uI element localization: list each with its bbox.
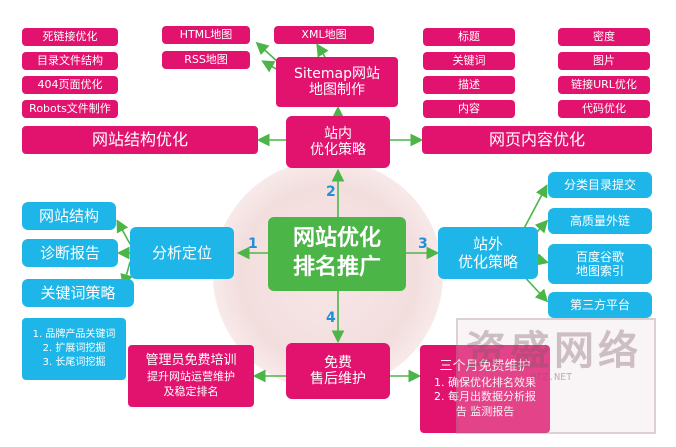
training-line2: 提升网站运营维护	[147, 369, 235, 383]
structure-title: 网站结构优化	[91, 129, 188, 149]
content-right-item-3: 代码优化	[558, 100, 650, 118]
structure-item-0: 死链接优化	[22, 28, 118, 46]
step-number-4: 4	[326, 310, 336, 326]
right-item-3-label: 第三方平台	[569, 297, 630, 312]
content-left-item-2: 描述	[423, 76, 515, 94]
step-number-1: 1	[248, 236, 258, 252]
structure-item-2: 404页面优化	[22, 76, 118, 94]
training-title: 管理员免费培训	[145, 353, 237, 369]
analysis-hub-node: 分析定位	[130, 227, 234, 279]
training-node: 管理员免费培训 提升网站运营维护 及稳定排名	[128, 345, 254, 407]
center-line2: 排名推广	[292, 255, 381, 280]
aftersale-hub-node: 免费 售后维护	[286, 343, 390, 399]
step-number-3: 3	[418, 236, 428, 252]
watermark-box	[456, 318, 656, 434]
onsite-hub-line1: 站内	[324, 125, 352, 142]
watermark-text: 资盛网络	[466, 328, 642, 374]
html-map-node: HTML地图	[162, 26, 250, 44]
center-line1: 网站优化	[292, 226, 381, 252]
content-title: 网页内容优化	[488, 129, 585, 149]
right-item-0-label: 分类目录提交	[563, 177, 636, 192]
keyword-sub-item-1: 2. 扩展词挖掘	[42, 343, 106, 354]
structure-item-0-label: 死链接优化	[42, 29, 98, 43]
training-line3: 及稳定排名	[163, 384, 219, 398]
structure-item-3: Robots文件制作	[22, 100, 118, 118]
content-title-node: 网页内容优化	[422, 126, 652, 154]
content-right-item-2-label: 链接URL优化	[571, 77, 637, 91]
left-item-0: 网站结构	[22, 202, 116, 230]
left-item-1: 诊断报告	[22, 239, 118, 267]
keyword-sub-item-0: 1. 品牌产品关键词	[32, 329, 116, 340]
right-item-1-label: 高质量外链	[569, 213, 630, 228]
offsite-hub-line2: 优化策略	[457, 253, 518, 271]
content-right-item-3-label: 代码优化	[582, 101, 626, 115]
monthly-item-2: 告 监测报告	[455, 405, 515, 419]
right-item-3: 第三方平台	[548, 292, 652, 318]
monthly-maintenance-node: 三个月免费维护 1. 确保优化排名效果 2. 每月出数据分析报 告 监测报告	[420, 345, 550, 433]
content-left-item-0-label: 标题	[458, 29, 480, 43]
content-right-item-1-label: 图片	[593, 53, 615, 67]
html-map-label: HTML地图	[179, 27, 233, 41]
content-right-item-1: 图片	[558, 52, 650, 70]
keyword-sub-item-2: 3. 长尾词挖掘	[42, 357, 106, 368]
sitemap-line2: 地图制作	[309, 82, 365, 98]
left-item-0-label: 网站结构	[38, 207, 99, 225]
content-left-item-0: 标题	[423, 28, 515, 46]
content-left-item-1: 关键词	[423, 52, 515, 70]
rss-map-node: RSS地图	[162, 51, 250, 69]
right-item-2: 百度谷歌 地图索引	[548, 244, 652, 284]
structure-title-node: 网站结构优化	[22, 126, 258, 154]
aftersale-hub-line1: 免费	[324, 354, 352, 371]
left-item-2: 关键词策略	[22, 279, 134, 307]
right-item-0: 分类目录提交	[548, 172, 652, 198]
content-left-item-3: 内容	[423, 100, 515, 118]
analysis-hub-label: 分析定位	[151, 244, 212, 262]
content-left-item-3-label: 内容	[458, 101, 480, 115]
offsite-hub-node: 站外 优化策略	[438, 227, 538, 279]
structure-item-3-label: Robots文件制作	[29, 101, 111, 115]
onsite-hub-line2: 优化策略	[310, 142, 366, 158]
right-item-1: 高质量外链	[548, 208, 652, 234]
rss-map-label: RSS地图	[184, 52, 228, 66]
keyword-sub-list: 1. 品牌产品关键词 2. 扩展词挖掘 3. 长尾词挖掘	[22, 318, 126, 380]
structure-item-1: 目录文件结构	[22, 52, 118, 70]
center-node: 网站优化 排名推广	[268, 217, 406, 291]
monthly-title: 三个月免费维护	[439, 358, 531, 374]
step-number-2: 2	[326, 184, 336, 200]
watermark-url: OTZ.NET	[530, 372, 573, 383]
content-right-item-2: 链接URL优化	[558, 76, 650, 94]
left-item-2-label: 关键词策略	[40, 284, 116, 302]
structure-item-1-label: 目录文件结构	[37, 53, 103, 67]
sitemap-line1: Sitemap网站	[294, 65, 380, 82]
xml-map-label: XML地图	[301, 27, 347, 41]
structure-item-2-label: 404页面优化	[37, 77, 103, 91]
content-left-item-2-label: 描述	[458, 77, 480, 91]
xml-map-node: XML地图	[274, 26, 374, 44]
offsite-hub-line1: 站外	[472, 235, 503, 253]
content-right-item-0-label: 密度	[593, 29, 615, 43]
aftersale-hub-line2: 售后维护	[310, 371, 366, 387]
left-item-1-label: 诊断报告	[39, 244, 100, 262]
content-right-item-0: 密度	[558, 28, 650, 46]
monthly-item-0: 1. 确保优化排名效果	[434, 375, 536, 389]
onsite-hub-node: 站内 优化策略	[286, 116, 390, 168]
right-item-2-label: 百度谷歌 地图索引	[575, 249, 624, 278]
content-left-item-1-label: 关键词	[452, 53, 486, 67]
sitemap-node: Sitemap网站 地图制作	[276, 57, 398, 107]
monthly-item-1: 2. 每月出数据分析报	[434, 390, 536, 404]
